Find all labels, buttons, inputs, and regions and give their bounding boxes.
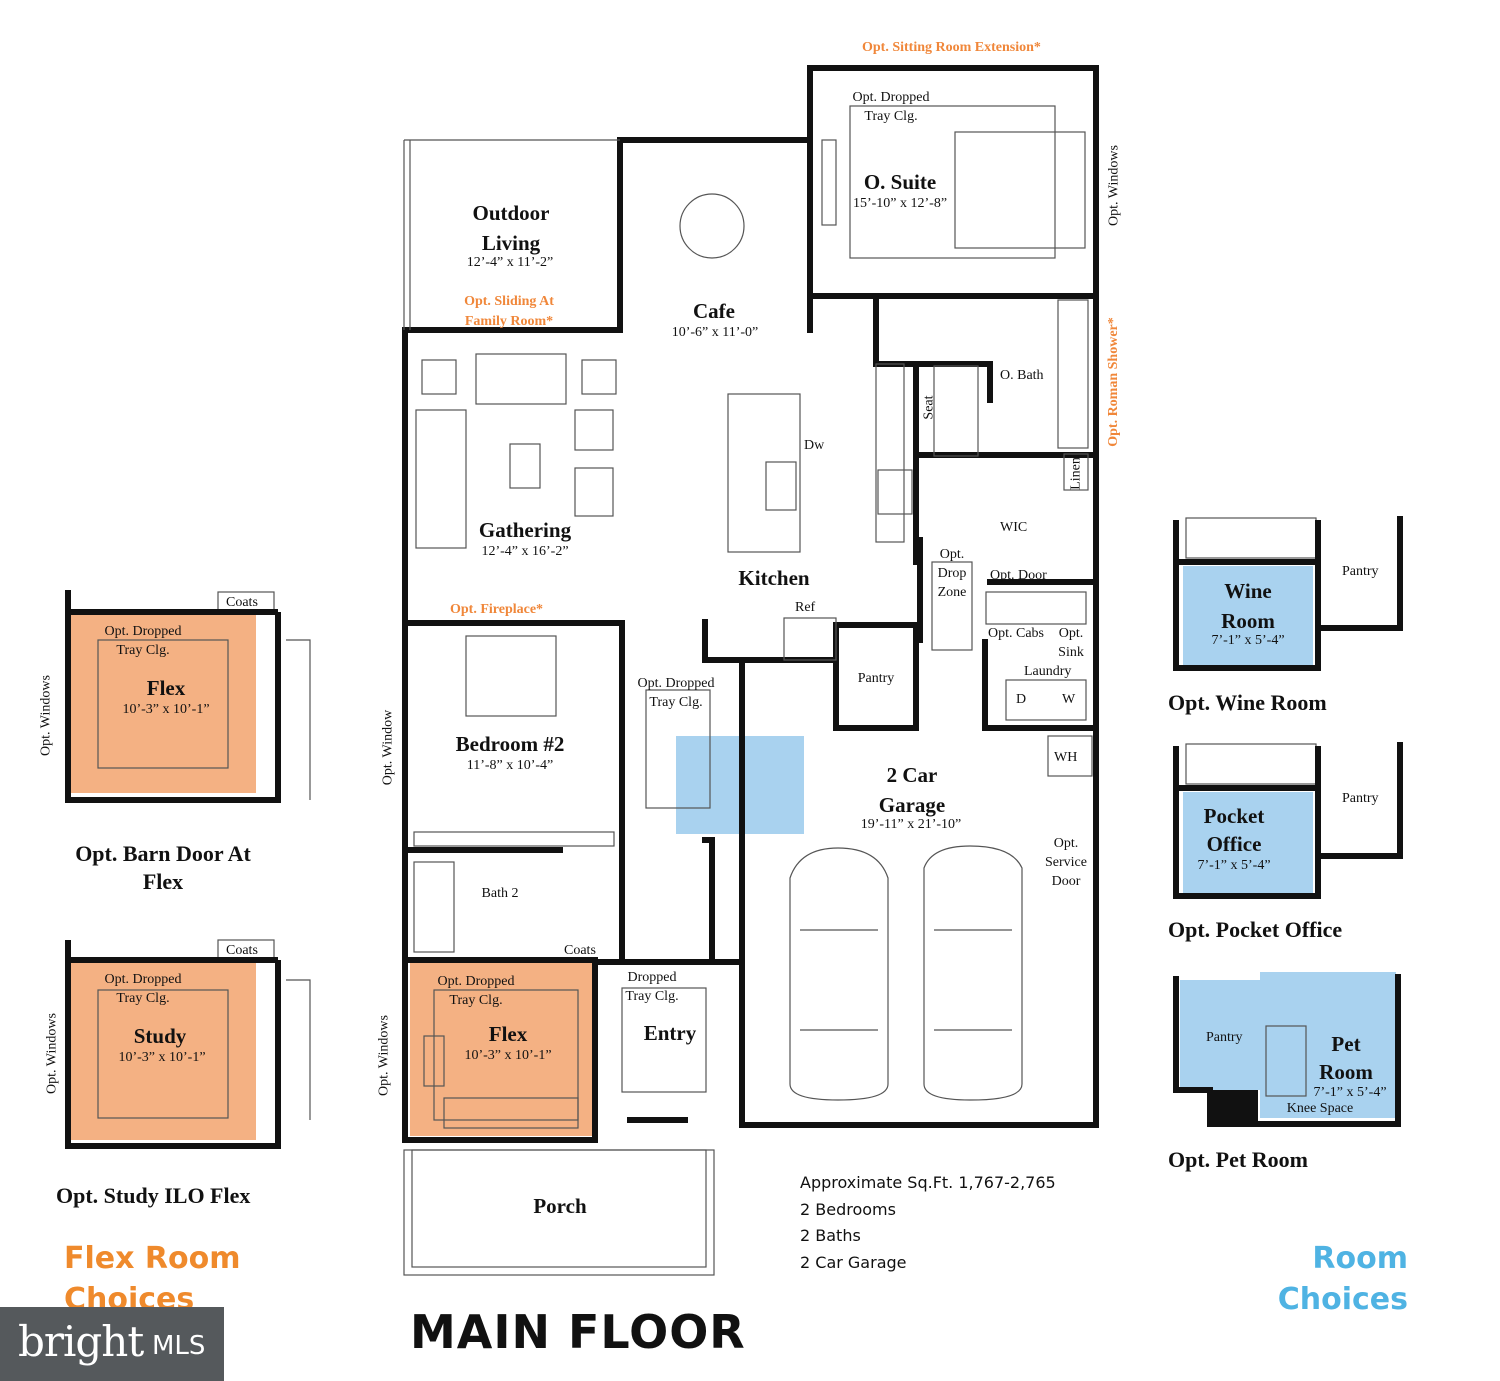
opt-cabs-label: Opt. Cabs bbox=[988, 626, 1044, 641]
opt-sitting-room-extension-label: Opt. Sitting Room Extension* bbox=[862, 40, 1041, 55]
room-choices-heading: Room Choices bbox=[1277, 1241, 1408, 1317]
linen-label: Linen bbox=[1068, 457, 1084, 490]
study-opt-tray-note: Opt. Dropped Tray Clg. bbox=[104, 972, 182, 1006]
outdoor-living-dim: 12’-4” x 11’-2” bbox=[466, 255, 554, 270]
gathering-name: Gathering bbox=[478, 518, 572, 542]
bedroom2-dim: 11’-8” x 10’-4” bbox=[466, 758, 554, 773]
suite-opt-windows-label: Opt. Windows bbox=[1106, 145, 1122, 226]
water-heater-label: WH bbox=[1054, 750, 1078, 765]
suite-name: O. Suite bbox=[863, 170, 937, 194]
flex-option-caption: Opt. Barn Door At Flex bbox=[75, 841, 251, 894]
pet-room-fill-3 bbox=[1260, 1024, 1396, 1118]
gathering-dim: 12’-4” x 16’-2” bbox=[481, 544, 569, 559]
laundry-label: Laundry bbox=[1024, 664, 1072, 679]
stats-bedrooms: 2 Bedrooms bbox=[800, 1199, 896, 1219]
dw-label: Dw bbox=[804, 438, 825, 453]
wine-room-dim: 7’-1” x 5’-4” bbox=[1211, 633, 1285, 648]
outdoor-living-name: Outdoor Living bbox=[472, 201, 550, 255]
wine-room-fill bbox=[1183, 566, 1313, 666]
logo-wordmark: bright bbox=[18, 1317, 144, 1366]
opt-sink-label: Opt. Sink bbox=[1058, 626, 1084, 660]
ref-label: Ref bbox=[795, 600, 816, 615]
garage-name: 2 Car Garage bbox=[878, 763, 946, 817]
garage-dim: 19’-11” x 21’-10” bbox=[860, 817, 962, 832]
suite-dim: 15’-10” x 12’-8” bbox=[852, 196, 948, 211]
pet-room-knee-space: Knee Space bbox=[1286, 1101, 1354, 1116]
stats-sqft: Approximate Sq.Ft. 1,767-2,765 bbox=[800, 1173, 1056, 1192]
suite-tray-note: Opt. Dropped Tray Clg. bbox=[852, 90, 930, 124]
wine-room-name: Wine Room bbox=[1221, 579, 1275, 633]
page-title: MAIN FLOOR bbox=[410, 1305, 746, 1359]
office-pantry-label: Pantry bbox=[1342, 791, 1379, 806]
flex-room-fill bbox=[410, 962, 594, 1136]
flex-option-dim: 10’-3” x 10’-1” bbox=[122, 702, 210, 717]
flex-option-name: Flex bbox=[146, 676, 186, 700]
stats-garage: 2 Car Garage bbox=[800, 1252, 907, 1272]
flex-opt-windows-label: Opt. Windows bbox=[376, 1015, 392, 1096]
entry-tray-note: Dropped Tray Clg. bbox=[625, 970, 679, 1004]
bright-mls-logo: bright MLS bbox=[0, 1307, 224, 1381]
stats-baths: 2 Baths bbox=[800, 1226, 861, 1245]
flex-dim: 10’-3” x 10’-1” bbox=[464, 1048, 552, 1063]
study-option-name: Study bbox=[133, 1024, 187, 1048]
wic-label: WIC bbox=[1000, 520, 1028, 535]
opt-window-label: Opt. Window bbox=[380, 709, 396, 786]
dryer-label: D bbox=[1016, 692, 1027, 707]
opt-sliding-label: Opt. Sliding At Family Room* bbox=[464, 294, 554, 329]
bedroom2-name: Bedroom #2 bbox=[455, 732, 565, 756]
porch-name: Porch bbox=[533, 1194, 587, 1218]
opt-door-label: Opt. Door bbox=[990, 568, 1047, 583]
logo-suffix: MLS bbox=[152, 1331, 206, 1361]
o-bath-label: O. Bath bbox=[1000, 368, 1044, 383]
opt-fireplace-label: Opt. Fireplace* bbox=[450, 602, 544, 617]
pet-pantry-label: Pantry bbox=[1206, 1030, 1243, 1045]
pocket-office-caption: Opt. Pocket Office bbox=[1168, 917, 1343, 942]
bedroom-tray-note: Opt. Dropped Tray Clg. bbox=[637, 676, 715, 710]
cafe-dim: 10’-6” x 11’-0” bbox=[671, 325, 759, 340]
coats-label: Coats bbox=[564, 943, 596, 958]
study-opt-windows-left: Opt. Windows bbox=[44, 1013, 60, 1094]
pet-room-caption: Opt. Pet Room bbox=[1168, 1147, 1308, 1172]
study-option-dim: 10’-3” x 10’-1” bbox=[118, 1050, 206, 1065]
pocket-office-name: Pocket Office bbox=[1203, 804, 1265, 856]
entry-name: Entry bbox=[643, 1021, 697, 1045]
flex-tray-note: Opt. Dropped Tray Clg. bbox=[437, 974, 515, 1008]
flex-opt-tray-note: Opt. Dropped Tray Clg. bbox=[104, 624, 182, 658]
pet-room-name: Pet Room bbox=[1319, 1032, 1373, 1084]
bath2-label: Bath 2 bbox=[481, 886, 519, 901]
flex-name: Flex bbox=[488, 1022, 528, 1046]
pet-room-fill-1 bbox=[1180, 980, 1260, 1090]
kitchen-name: Kitchen bbox=[738, 566, 810, 590]
study-opt-coats-label: Coats bbox=[226, 943, 258, 958]
plan-stats: Approximate Sq.Ft. 1,767-2,765 2 Bedroom… bbox=[800, 1170, 1056, 1276]
cafe-name: Cafe bbox=[693, 299, 735, 323]
opt-service-door-label: Opt. Service Door bbox=[1045, 836, 1087, 889]
washer-label: W bbox=[1062, 692, 1076, 707]
study-option-caption: Opt. Study ILO Flex bbox=[56, 1183, 251, 1208]
flex-opt-windows-left: Opt. Windows bbox=[38, 675, 54, 756]
pocket-office-fill bbox=[1183, 792, 1313, 894]
wine-pantry-label: Pantry bbox=[1342, 564, 1379, 579]
pet-room-dim: 7’-1” x 5’-4” bbox=[1313, 1085, 1387, 1100]
flex-opt-coats-label: Coats bbox=[226, 595, 258, 610]
pocket-office-dim: 7’-1” x 5’-4” bbox=[1197, 858, 1271, 873]
opt-drop-zone-label: Opt. Drop Zone bbox=[937, 547, 967, 600]
pantry-label: Pantry bbox=[857, 671, 895, 686]
opt-roman-shower-label: Opt. Roman Shower* bbox=[1106, 317, 1121, 447]
pet-room-fill-2 bbox=[1260, 972, 1396, 1024]
seat-label: Seat bbox=[921, 395, 937, 420]
flex-option-fill bbox=[70, 613, 256, 793]
wine-room-caption: Opt. Wine Room bbox=[1168, 690, 1327, 715]
